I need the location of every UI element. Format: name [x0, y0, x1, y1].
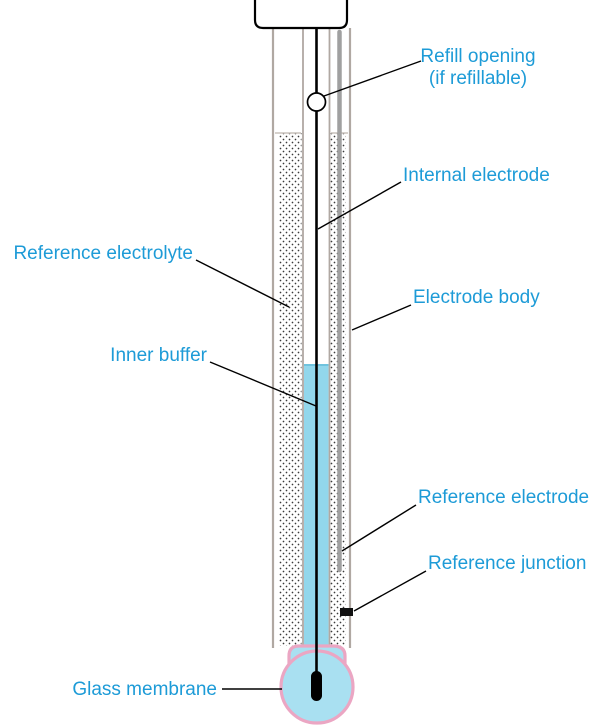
leader-line-reference-electrolyte — [195, 259, 290, 308]
internal-electrode-tip — [311, 671, 322, 701]
leader-line-refill-opening — [323, 60, 422, 97]
electrode-cap — [253, 0, 349, 30]
label-reference-electrolyte: Reference electrolyte — [13, 243, 193, 264]
label-refill-opening-line2: (if refillable) — [428, 68, 528, 89]
refill-opening-hole — [306, 92, 327, 112]
leader-line-reference-junction — [353, 570, 427, 612]
leader-line-reference-electrode — [341, 504, 417, 552]
label-reference-electrode: Reference electrode — [418, 487, 590, 508]
label-refill-opening: Refill opening (if refillable) — [407, 46, 549, 90]
label-refill-opening-line1: Refill opening — [420, 46, 536, 67]
label-glass-membrane: Glass membrane — [72, 679, 217, 700]
leader-line-electrode-body — [351, 304, 412, 331]
leader-lines — [195, 60, 427, 690]
label-inner-buffer: Inner buffer — [110, 345, 207, 366]
reference-junction-mark — [340, 608, 353, 616]
label-internal-electrode: Internal electrode — [403, 165, 550, 186]
label-electrode-body: Electrode body — [413, 287, 540, 308]
label-reference-junction: Reference junction — [428, 553, 587, 574]
leader-line-inner-buffer — [209, 361, 317, 407]
leader-line-internal-electrode — [317, 181, 402, 230]
